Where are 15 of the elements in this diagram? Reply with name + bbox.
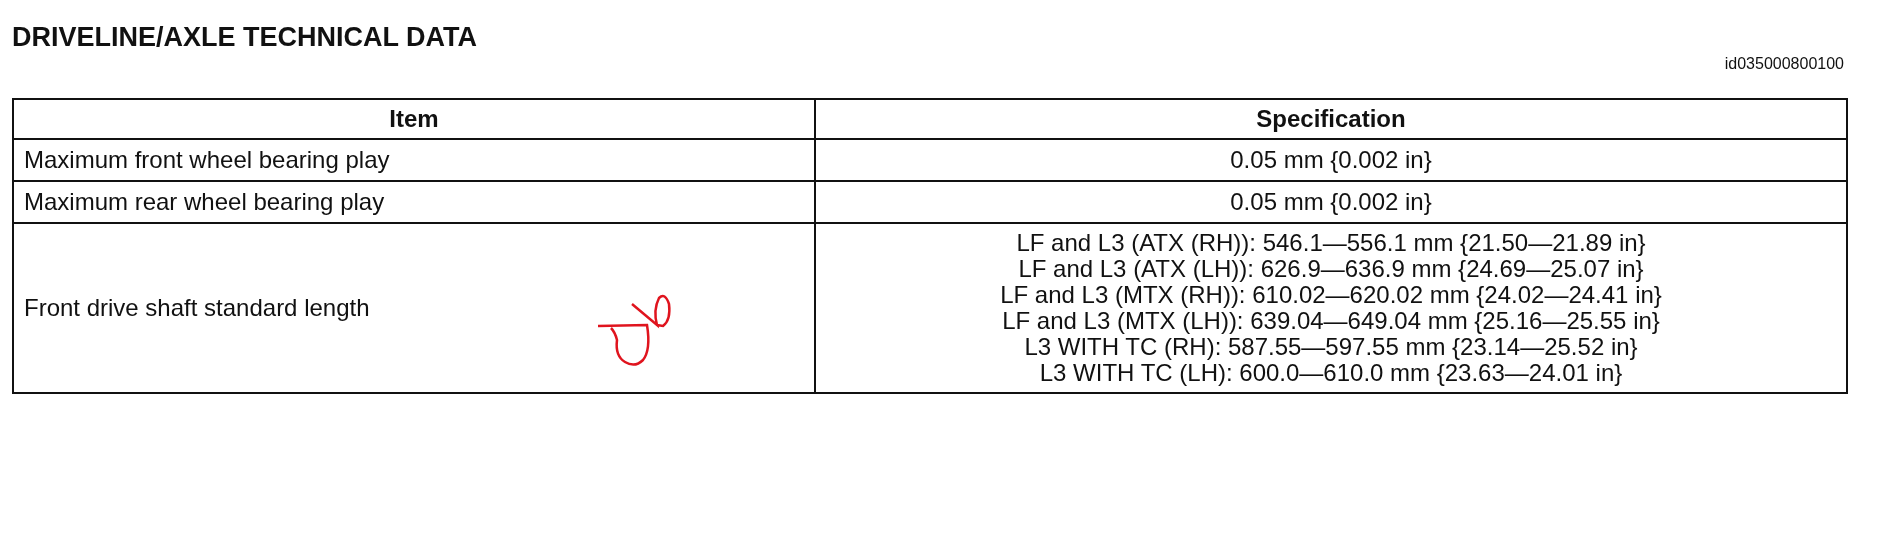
table-cell-line: LF and L3 (MTX (LH)): 639.04—649.04 mm {25.16—25.55 in} <box>1001 308 1660 334</box>
table-cell-line: LF and L3 (MTX (RH)): 610.02—620.02 mm {24.02—24.41 in} <box>999 282 1663 308</box>
table-cell: 0.05 mm {0.002 in} <box>815 139 1847 181</box>
table-cell: Maximum rear wheel bearing play <box>13 181 815 223</box>
table-cell: Front drive shaft standard length <box>13 223 815 393</box>
table-cell: Maximum front wheel bearing play <box>13 139 815 181</box>
table-cell-line: L3 WITH TC (LH): 600.0—610.0 mm {23.63—24.01 in} <box>1038 360 1623 386</box>
table-cell-line: L3 WITH TC (RH): 587.55—597.55 mm {23.14—25.52 in} <box>1023 334 1638 360</box>
document-id: id035000800100 <box>1724 55 1844 73</box>
column-header: Specification <box>815 99 1847 139</box>
table-cell-line: LF and L3 (ATX (LH)): 626.9—636.9 mm {24.69—25.07 in} <box>1017 256 1644 282</box>
table-cell-line: LF and L3 (ATX (RH)): 546.1—556.1 mm {21.50—21.89 in} <box>1015 230 1647 256</box>
column-header: Item <box>13 99 815 139</box>
page-title: DRIVELINE/AXLE TECHNICAL DATA <box>12 22 477 53</box>
table-cell: 0.05 mm {0.002 in} <box>815 181 1847 223</box>
